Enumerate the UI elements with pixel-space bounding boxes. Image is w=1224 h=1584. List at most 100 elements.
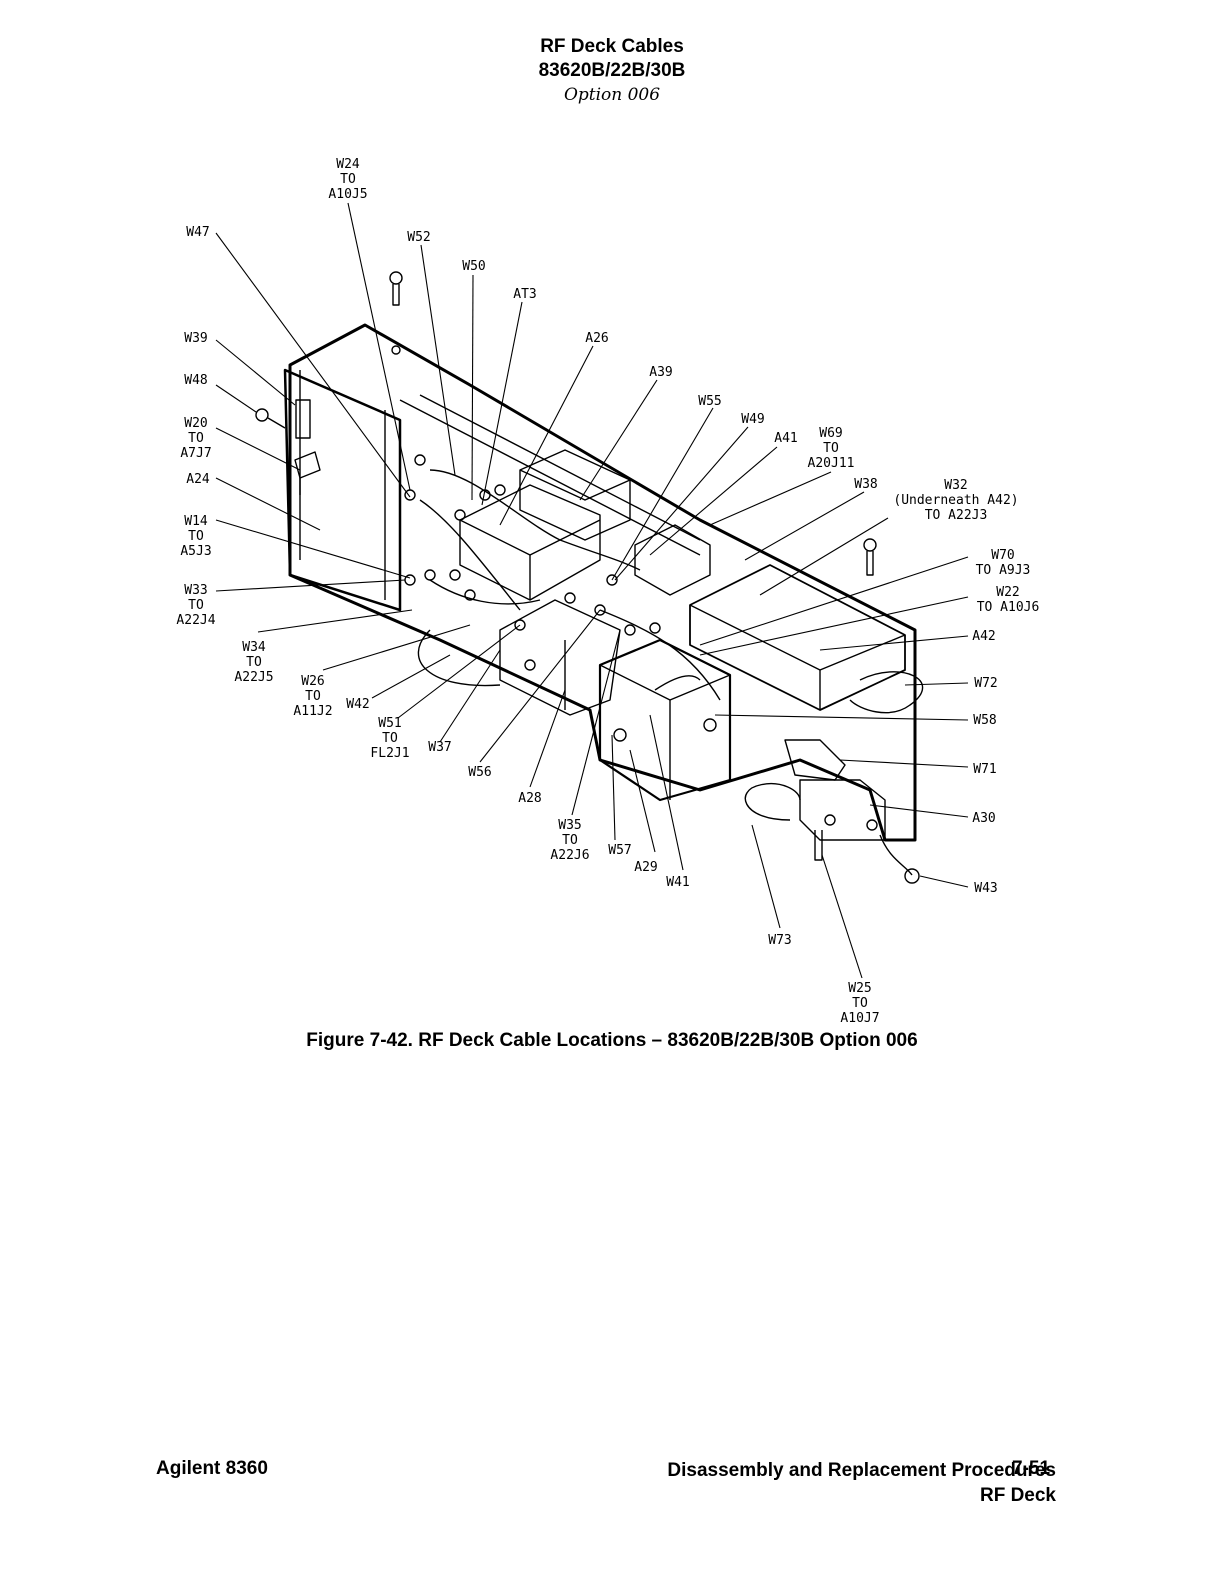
part-label: A24	[186, 472, 210, 487]
part-label: W50	[462, 259, 485, 274]
part-label-line: W72	[974, 676, 997, 691]
part-label-line: A22J4	[176, 613, 215, 628]
part-label-line: W33	[184, 583, 207, 598]
part-label: W39	[184, 331, 207, 346]
part-label-line: TO	[188, 529, 204, 544]
part-label-line: A22J5	[234, 670, 273, 685]
part-label-line: A20J11	[808, 456, 855, 471]
part-label-line: AT3	[513, 287, 536, 302]
part-label-line: W22	[996, 585, 1019, 600]
part-label: W56	[468, 765, 491, 780]
figure-caption: Figure 7-42. RF Deck Cable Locations – 8…	[306, 1030, 918, 1051]
part-label-line: A7J7	[180, 446, 211, 461]
part-label: W58	[973, 713, 996, 728]
part-label-line: W34	[242, 640, 266, 655]
part-label-line: TO A9J3	[976, 563, 1031, 578]
part-label-line: W38	[854, 477, 877, 492]
part-label-line: FL2J1	[370, 746, 409, 761]
part-label-line: TO	[340, 172, 356, 187]
part-label-line: W42	[346, 697, 369, 712]
part-label-line: TO	[823, 441, 839, 456]
page-title: RF Deck Cables	[540, 36, 684, 57]
part-label: W48	[184, 373, 207, 388]
part-label-line: W51	[378, 716, 401, 731]
part-label-line: W39	[184, 331, 207, 346]
part-label-line: W49	[741, 412, 764, 427]
part-label: A42	[972, 629, 995, 644]
part-label-line: A24	[186, 472, 210, 487]
part-label: W73	[768, 933, 791, 948]
model-numbers: 83620B/22B/30B	[538, 60, 686, 81]
part-label-line: W50	[462, 259, 485, 274]
page-number: 7-51	[1012, 1458, 1051, 1479]
part-label: A29	[634, 860, 657, 875]
part-label-line: W47	[186, 225, 209, 240]
part-label-line: A42	[972, 629, 995, 644]
part-label: A41	[774, 431, 797, 446]
part-label-line: A5J3	[180, 544, 211, 559]
part-label-line: W25	[848, 981, 871, 996]
part-label-line: W20	[184, 416, 207, 431]
part-label-line: A10J5	[328, 187, 367, 202]
part-label: W57	[608, 843, 631, 858]
part-label-line: TO	[852, 996, 868, 1011]
part-label-line: A10J7	[840, 1011, 879, 1026]
part-label-line: A41	[774, 431, 797, 446]
part-label-line: W70	[991, 548, 1014, 563]
part-label: AT3	[513, 287, 536, 302]
part-label-line: TO A22J3	[925, 508, 988, 523]
part-label: W38	[854, 477, 877, 492]
part-label: W71	[973, 762, 996, 777]
part-label: W49	[741, 412, 764, 427]
part-label-line: W73	[768, 933, 791, 948]
part-label-line: TO	[382, 731, 398, 746]
part-label-line: W32	[944, 478, 967, 493]
part-label-line: (Underneath A42)	[893, 493, 1018, 508]
part-label-line: A11J2	[293, 704, 332, 719]
part-label-line: W52	[407, 230, 430, 245]
part-label-line: A28	[518, 791, 541, 806]
part-label-line: W48	[184, 373, 207, 388]
part-label-line: TO	[246, 655, 262, 670]
part-label: W47	[186, 225, 209, 240]
rf-deck-drawing	[255, 271, 924, 884]
part-label-line: W35	[558, 818, 581, 833]
part-label: A39	[649, 365, 672, 380]
rf-deck-cable-diagram: W24TOA10J5W47W52W50AT3A26W39A39W48W55W49…	[176, 157, 1039, 1026]
part-label-line: W26	[301, 674, 324, 689]
part-label-line: W41	[666, 875, 689, 890]
part-label: A28	[518, 791, 541, 806]
footer-chapter: Disassembly and Replacement Procedures	[667, 1460, 1056, 1481]
part-label-line: TO	[562, 833, 578, 848]
part-label-line: W71	[973, 762, 996, 777]
part-label-line: A29	[634, 860, 657, 875]
part-label: A26	[585, 331, 608, 346]
part-label-line: A22J6	[550, 848, 589, 863]
part-label-line: W56	[468, 765, 491, 780]
part-label-line: TO	[188, 431, 204, 446]
part-label-line: TO	[305, 689, 321, 704]
part-label-line: W58	[973, 713, 996, 728]
footer-section: Disassembly and Replacement Procedures R…	[667, 1458, 1056, 1508]
part-label: W55	[698, 394, 721, 409]
part-label-line: A30	[972, 811, 995, 826]
part-label: A30	[972, 811, 995, 826]
part-label: W52	[407, 230, 430, 245]
part-label-line: W55	[698, 394, 721, 409]
footer-product: Agilent 8360	[156, 1458, 268, 1479]
footer-subsection: RF Deck	[979, 1485, 1056, 1506]
part-label-line: W24	[336, 157, 360, 172]
part-label-line: W57	[608, 843, 631, 858]
